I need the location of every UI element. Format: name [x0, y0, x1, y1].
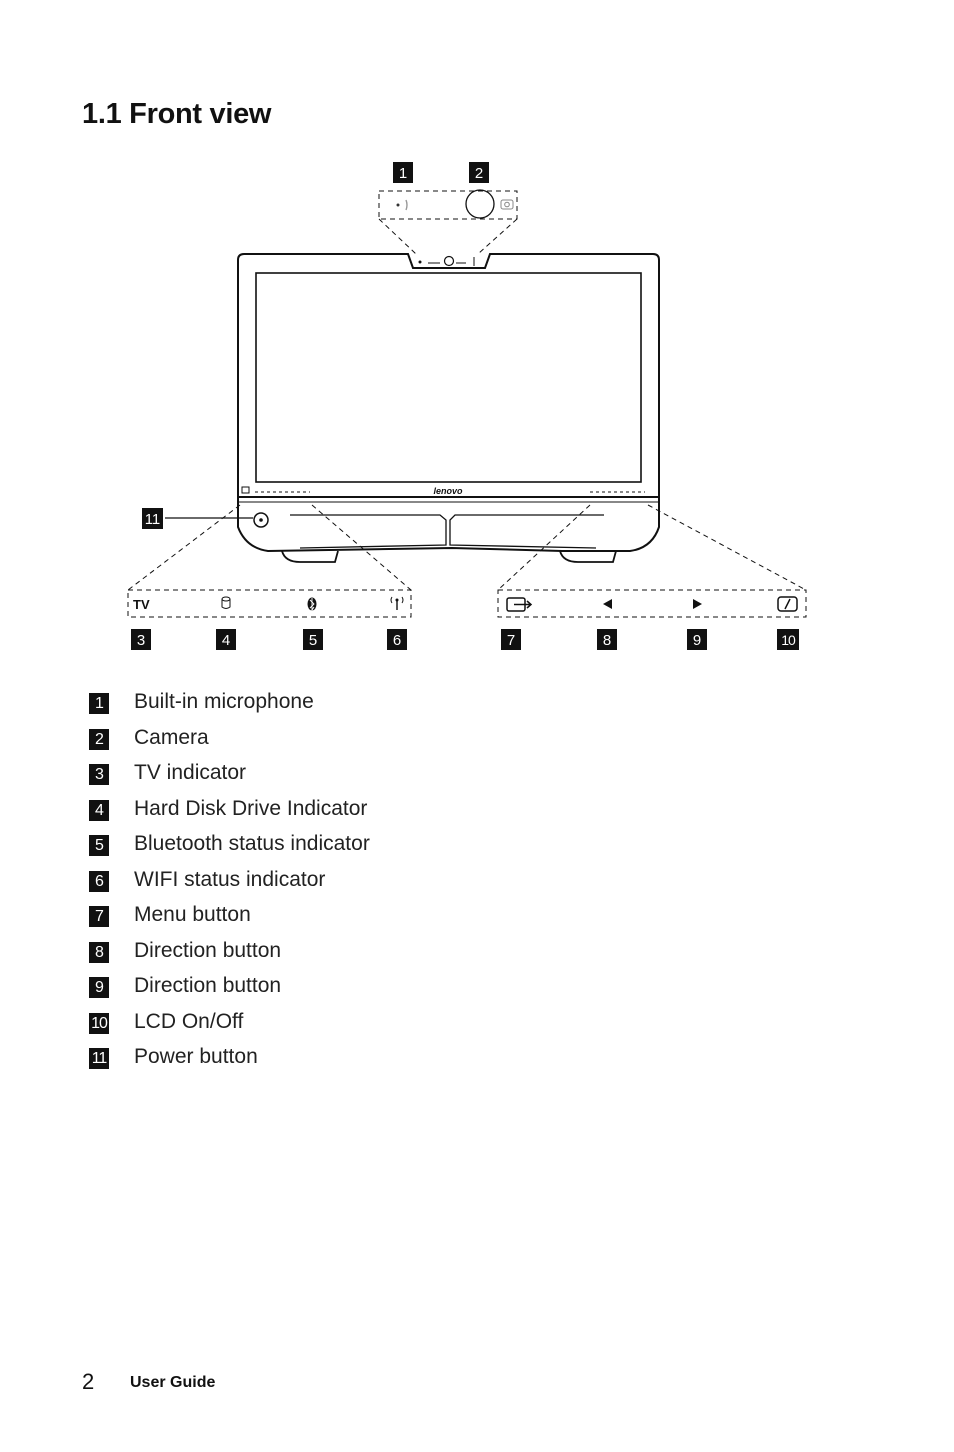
page-title: 1.1 Front view [82, 98, 272, 130]
legend-number: 4 [89, 799, 109, 821]
legend-number: 7 [89, 906, 109, 927]
left-arrow-icon [603, 599, 612, 609]
callout-9: 9 [687, 629, 707, 650]
svg-text:3: 3 [137, 632, 145, 649]
legend-number: 2 [89, 728, 109, 750]
callout-5: 5 [303, 629, 323, 650]
callout-7: 7 [501, 629, 521, 650]
menu-icon [506, 597, 533, 612]
svg-text:6: 6 [393, 632, 401, 649]
tv-icon: TV [133, 597, 150, 612]
legend-label: WIFI status indicator [134, 867, 326, 891]
brand-logo: lenovo [433, 486, 463, 496]
legend-number: 5 [89, 835, 109, 856]
legend-number: 10 [89, 1012, 109, 1034]
legend-number: 11 [89, 1048, 109, 1069]
svg-text:8: 8 [603, 632, 611, 649]
legend-label: Camera [134, 725, 209, 749]
legend-number: 9 [89, 977, 109, 998]
legend-label: TV indicator [134, 761, 247, 784]
legend-label: Direction button [134, 938, 282, 962]
legend-number: 1 [89, 693, 109, 714]
legend-label: Power button [134, 1045, 258, 1068]
legend-number: 3 [89, 764, 109, 785]
svg-text:11: 11 [145, 511, 161, 528]
left-indicator-detail: TV [127, 504, 412, 618]
callout-11: 11 [142, 508, 163, 529]
callout-3: 3 [131, 629, 151, 650]
callout-1: 1 [393, 162, 413, 183]
lcd-toggle-icon [777, 596, 798, 612]
legend-label: Built-in microphone [134, 690, 314, 713]
svg-text:2: 2 [475, 165, 483, 182]
svg-text:10: 10 [781, 632, 796, 648]
callout-4: 4 [216, 629, 236, 650]
svg-text:7: 7 [507, 632, 515, 649]
legend-label: Bluetooth status indicator [134, 832, 370, 855]
svg-text:1: 1 [399, 165, 407, 182]
svg-text:9: 9 [693, 632, 701, 649]
legend-number: 8 [89, 941, 109, 963]
legend-number: 6 [89, 870, 109, 892]
hdd-icon [221, 596, 231, 609]
callout-10: 10 [777, 629, 799, 650]
svg-text:4: 4 [222, 632, 230, 649]
front-view-diagram: lenovo TV [127, 162, 807, 650]
monitor: lenovo [237, 253, 660, 563]
right-arrow-icon [693, 599, 702, 609]
callout-8: 8 [597, 629, 617, 650]
right-button-detail [497, 504, 807, 618]
page-number: 2 [82, 1369, 95, 1394]
legend-label: Hard Disk Drive Indicator [134, 796, 368, 820]
bluetooth-icon [307, 597, 317, 612]
legend-label: Menu button [134, 903, 251, 926]
camera-detail [378, 189, 518, 255]
legend-label: LCD On/Off [134, 1009, 244, 1033]
svg-text:5: 5 [309, 632, 317, 649]
legend-label: Direction button [134, 974, 282, 997]
footer-doc-title: User Guide [130, 1374, 216, 1391]
callout-6: 6 [387, 629, 407, 650]
callout-2: 2 [469, 162, 489, 183]
wifi-icon [390, 596, 404, 610]
